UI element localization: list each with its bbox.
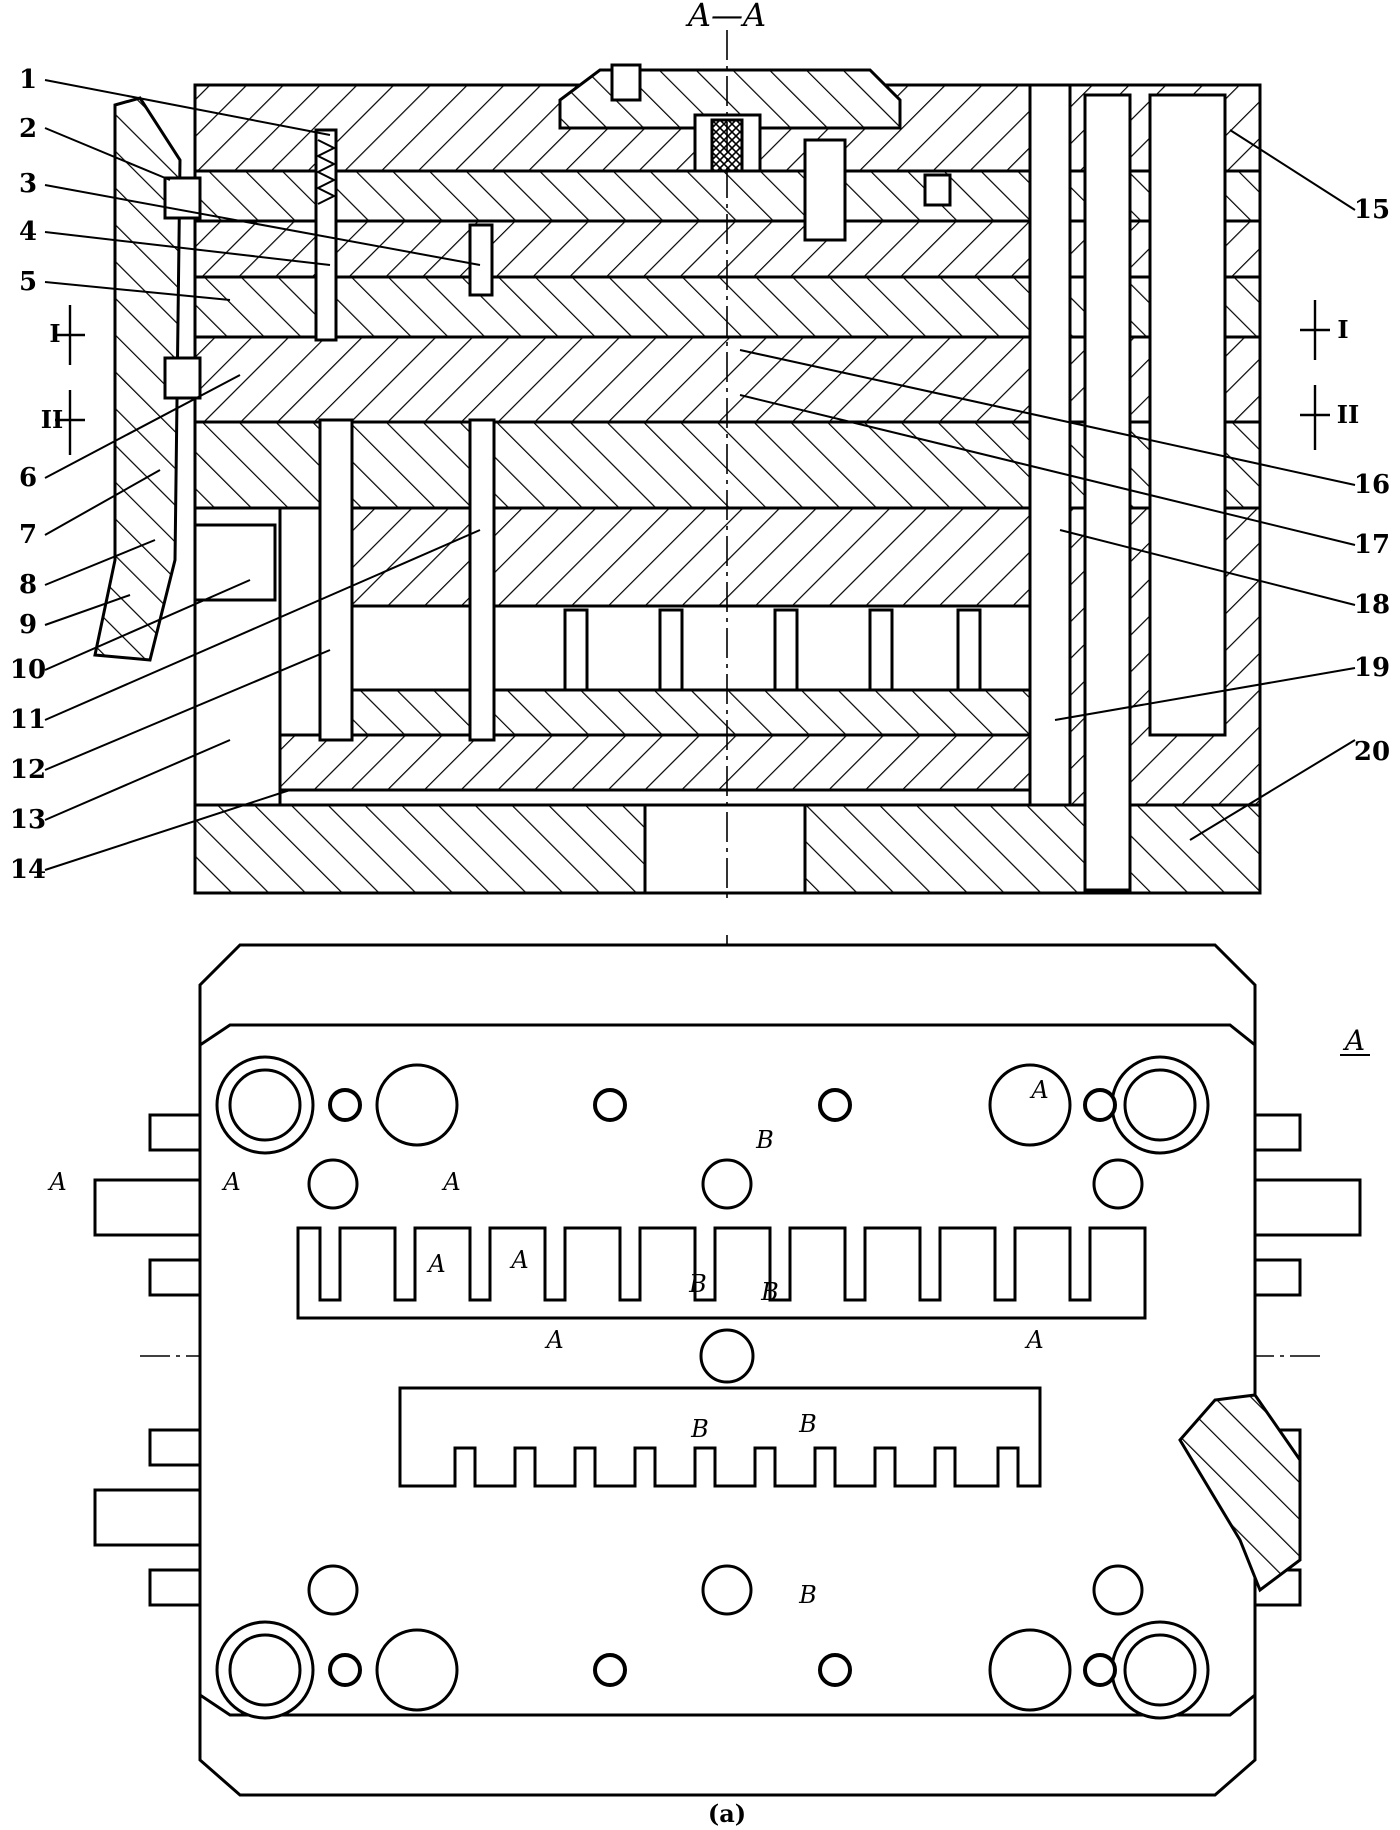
part-label-4: 4 (19, 217, 37, 247)
section-mark-b-5: B (798, 1410, 817, 1438)
parting-arrows (55, 300, 1330, 455)
guide-pillar-2 (1148, 93, 1227, 737)
ejector-pin (468, 418, 496, 742)
section-title: A—A (685, 0, 766, 34)
locating-ring (558, 68, 902, 130)
parting-line-labels: I II I II (41, 315, 1359, 434)
section-mark-a-4: A (509, 1246, 528, 1274)
ejector-hole (643, 803, 807, 895)
section-mark-b-4: B (690, 1415, 709, 1443)
section-mark-b-1: B (755, 1126, 774, 1154)
section-mark-a-left: A (47, 1168, 66, 1196)
section-mark-a-5: A (544, 1326, 563, 1354)
latch-cutaway (1178, 1393, 1302, 1593)
part-label-20: 20 (1354, 737, 1390, 767)
latch-spring-housing (193, 523, 277, 602)
support-pillars (563, 608, 982, 692)
parting-label-right-1: I (1337, 315, 1348, 344)
section-marks: A A A A A A A A B B B B B B (47, 1076, 1048, 1609)
leader-lines (44, 79, 1356, 871)
parting-label-left-1: I (49, 319, 60, 348)
part-label-5: 5 (19, 267, 37, 297)
section-view (93, 63, 1262, 895)
guide-holes (215, 1055, 1210, 1720)
pin-b (468, 223, 494, 297)
lower-cavity-insert (398, 1386, 1042, 1488)
guide-bushing (1028, 83, 1072, 807)
part-label-8: 8 (19, 570, 37, 600)
part-label-6: 6 (19, 463, 37, 493)
view-label: A (1342, 1024, 1365, 1057)
part-label-13: 13 (10, 805, 46, 835)
return-pin (318, 418, 354, 742)
screw-holes (328, 1088, 1117, 1687)
latch-bracket (93, 96, 182, 662)
side-clamps-left (93, 1113, 202, 1607)
part-label-12: 12 (10, 755, 46, 785)
part-label-10: 10 (10, 655, 46, 685)
parting-label-right-2: II (1337, 400, 1359, 429)
part-label-2: 2 (19, 114, 37, 144)
part-label-15: 15 (1354, 195, 1390, 225)
part-label-16: 16 (1354, 470, 1390, 500)
part-label-9: 9 (19, 610, 37, 640)
section-mark-b-6: B (798, 1581, 817, 1609)
part-label-1: 1 (19, 65, 37, 95)
section-mark-a-6: A (1024, 1326, 1043, 1354)
part-label-19: 19 (1354, 653, 1390, 683)
part-number-labels: 1 2 3 4 5 6 7 8 9 10 11 12 13 14 15 16 1… (10, 65, 1390, 885)
pin-holes (307, 1158, 1144, 1616)
guide-pillar (1083, 93, 1132, 892)
spring-coil (315, 139, 337, 205)
part-label-17: 17 (1354, 530, 1390, 560)
plan-view (93, 943, 1362, 1797)
section-mark-a-1: A (221, 1168, 240, 1196)
section-mark-b-2: B (688, 1270, 707, 1298)
ejector-retainer-plate (343, 688, 1047, 737)
upper-cavity-insert (296, 1226, 1147, 1320)
ejector-plate (278, 733, 1057, 792)
part-label-3: 3 (19, 169, 37, 199)
section-mark-b-3: B (760, 1278, 779, 1306)
part-label-11: 11 (10, 705, 46, 735)
screws (163, 63, 952, 400)
section-mark-a-3: A (426, 1250, 445, 1278)
parting-label-left-2: II (41, 405, 63, 434)
part-label-7: 7 (19, 520, 37, 550)
section-mark-a-2: A (441, 1168, 460, 1196)
figure-caption: (a) (708, 1799, 746, 1828)
part-label-18: 18 (1354, 590, 1390, 620)
part-label-14: 14 (10, 855, 46, 885)
section-mark-a-7: A (1029, 1076, 1048, 1104)
